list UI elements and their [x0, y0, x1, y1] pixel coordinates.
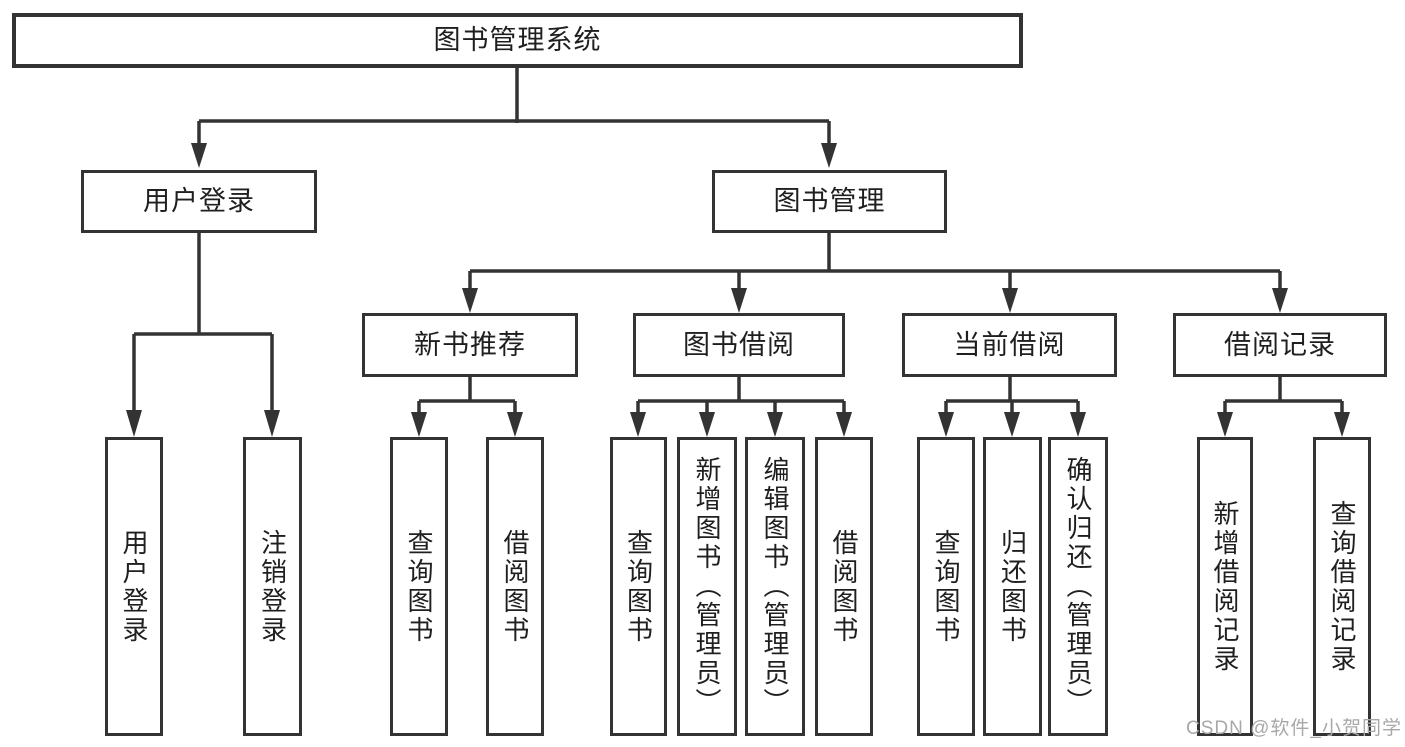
node-logout-leaf: 注销登录 [243, 437, 302, 736]
arrow-down-icon [507, 412, 523, 437]
arrow-down-icon [699, 412, 715, 437]
arrow-down-icon [126, 410, 142, 437]
node-root-label: 图书管理系统 [433, 25, 602, 55]
node-user-login: 用户登录 [81, 170, 317, 233]
node-br-add-record: 新增借阅记录 [1197, 437, 1253, 736]
tree-edges [132, 68, 1344, 415]
node-book-borrow: 图书借阅 [633, 313, 845, 377]
node-user-login-leaf-label: 用户登录 [119, 528, 149, 645]
arrow-down-icon [1004, 412, 1020, 437]
node-user-login-label: 用户登录 [143, 186, 255, 216]
node-bb-add-books-label: 新增图书（管理员） [692, 456, 722, 717]
arrow-down-icon [1070, 412, 1086, 437]
arrow-down-icon [411, 412, 427, 437]
node-rec-query-books-label: 查询图书 [404, 528, 434, 645]
node-cb-confirm-return: 确认归还（管理员） [1048, 437, 1108, 736]
node-br-query-record-label: 查询借阅记录 [1327, 499, 1357, 674]
node-bb-add-books: 新增图书（管理员） [677, 437, 737, 736]
arrow-down-icon [630, 412, 646, 437]
node-root: 图书管理系统 [12, 13, 1023, 68]
arrow-down-icon [1272, 288, 1288, 313]
arrow-down-icon [938, 412, 954, 437]
node-book-borrow-label: 图书借阅 [683, 329, 795, 360]
node-bb-borrow-books: 借阅图书 [815, 437, 873, 736]
node-user-login-leaf: 用户登录 [105, 437, 163, 736]
node-rec-query-books: 查询图书 [390, 437, 448, 736]
arrow-down-icon [836, 412, 852, 437]
node-bb-edit-books-label: 编辑图书（管理员） [760, 456, 790, 717]
arrow-down-icon [1334, 412, 1350, 437]
node-cb-return-books-label: 归还图书 [997, 528, 1028, 645]
node-rec-borrow-books-label: 借阅图书 [500, 528, 530, 645]
arrow-down-icon [821, 143, 837, 168]
node-book-mgmt-label: 图书管理 [773, 186, 886, 216]
node-book-mgmt: 图书管理 [712, 170, 947, 233]
arrow-down-icon [767, 412, 783, 437]
node-cb-return-books: 归还图书 [983, 437, 1042, 736]
node-br-query-record: 查询借阅记录 [1313, 437, 1371, 736]
node-logout-leaf-label: 注销登录 [257, 528, 288, 645]
node-cb-query-books-label: 查询图书 [931, 528, 961, 645]
arrow-down-icon [191, 143, 207, 168]
node-br-add-record-label: 新增借阅记录 [1210, 499, 1240, 674]
node-bb-query-books: 查询图书 [610, 437, 667, 736]
arrow-down-icon [462, 288, 478, 313]
node-bb-edit-books: 编辑图书（管理员） [745, 437, 805, 736]
node-cb-confirm-return-label: 确认归还（管理员） [1063, 456, 1093, 717]
arrow-down-icon [264, 410, 280, 437]
node-current-borrow-label: 当前借阅 [953, 329, 1066, 360]
node-borrow-record-label: 借阅记录 [1224, 329, 1336, 360]
csdn-watermark: CSDN @软件_小贺同学 [1186, 718, 1402, 739]
node-cb-query-books: 查询图书 [917, 437, 975, 736]
node-borrow-record: 借阅记录 [1173, 313, 1387, 377]
arrow-down-icon [731, 288, 747, 313]
node-new-book-rec: 新书推荐 [362, 313, 578, 377]
arrow-down-icon [1217, 412, 1233, 437]
arrow-down-icon [1002, 288, 1018, 313]
node-bb-borrow-books-label: 借阅图书 [829, 528, 859, 645]
node-current-borrow: 当前借阅 [902, 313, 1117, 377]
node-new-book-rec-label: 新书推荐 [414, 329, 526, 360]
node-bb-query-books-label: 查询图书 [623, 528, 654, 645]
arrowheads [126, 143, 1350, 437]
node-rec-borrow-books: 借阅图书 [486, 437, 544, 736]
